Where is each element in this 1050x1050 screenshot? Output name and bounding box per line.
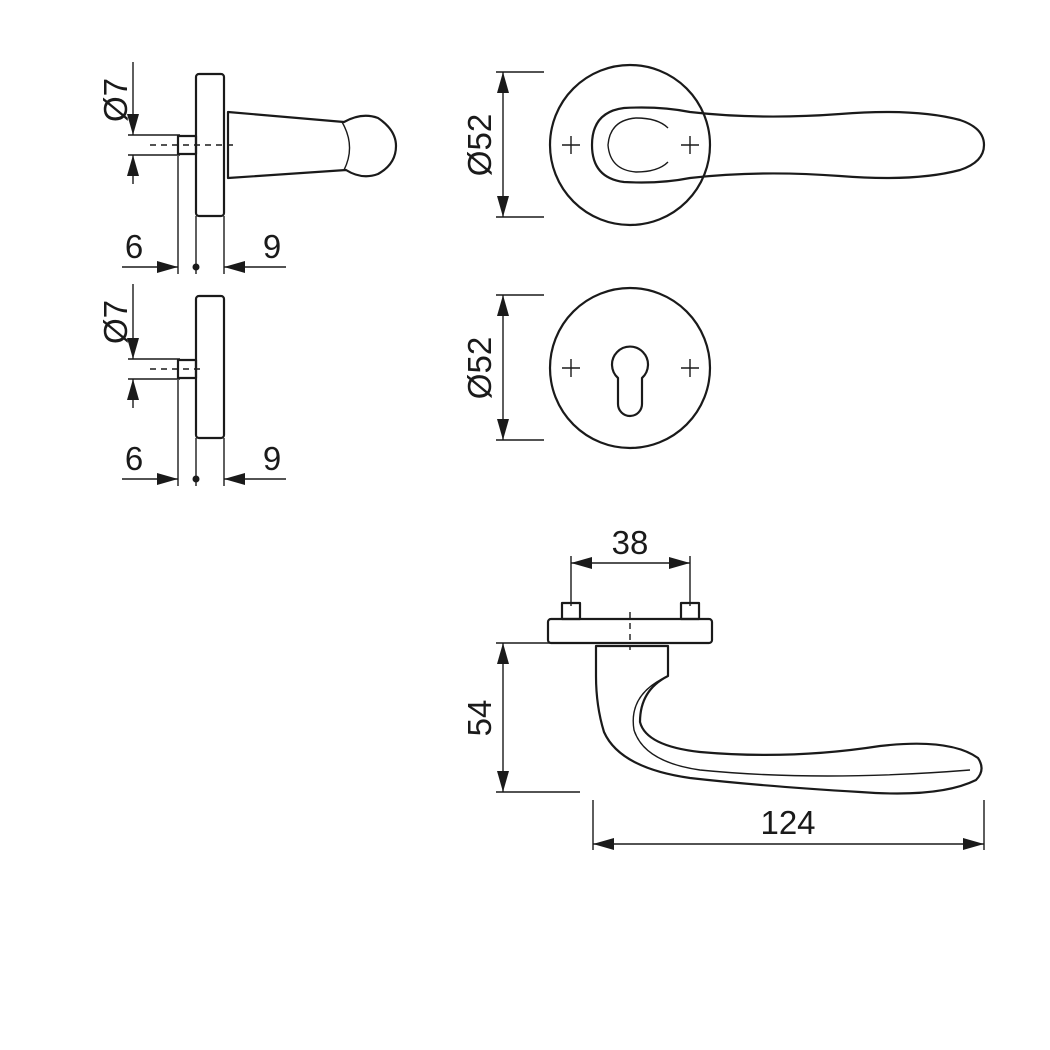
- keyhole-icon: [610, 345, 650, 418]
- key-dim-pin-arrow-upper: [127, 338, 139, 359]
- side-view-lever-profile: [226, 110, 398, 180]
- side-view-key-rose-plate: [194, 294, 226, 440]
- dim-arrow-124-right: [963, 838, 984, 850]
- key-rose-dia-label: Ø52: [461, 337, 498, 399]
- front-lever-inner-curve-lower: [607, 144, 669, 173]
- dim-9-label: 9: [263, 228, 281, 265]
- dim-124-label: 124: [760, 804, 815, 841]
- dim-pin-arrow-upper: [127, 114, 139, 135]
- side-view-lever: Ø7 6 9: [97, 62, 398, 274]
- front-screw-right-icon: [681, 136, 699, 154]
- key-dim-pin-arrow-lower: [127, 379, 139, 400]
- key-dim-arrow-top: [497, 295, 509, 316]
- key-dim-dot: [192, 475, 200, 483]
- dim-arrow-38-right: [669, 557, 690, 569]
- key-dim-pin-dia-label: Ø7: [97, 300, 134, 344]
- key-dim-arrow-bottom: [497, 419, 509, 440]
- front-view-lever: Ø52: [461, 63, 986, 227]
- dim-arrow-124-left: [593, 838, 614, 850]
- front-lever-outline: [590, 106, 986, 184]
- top-view-handle: 38 54 124: [461, 524, 985, 850]
- key-screw-left-icon: [562, 359, 580, 377]
- key-rose-outline: [548, 286, 712, 450]
- key-dim-6-label: 6: [125, 440, 143, 477]
- key-dim-arrow-6: [157, 473, 178, 485]
- dim-pin-arrow-lower: [127, 155, 139, 176]
- dim-arrow-6: [157, 261, 178, 273]
- dim-arrow-9: [224, 261, 245, 273]
- dim-arrow-54-top: [497, 643, 509, 664]
- key-dim-9-label: 9: [263, 440, 281, 477]
- side-view-lever-groove: [341, 121, 351, 171]
- front-rose-dia-label: Ø52: [461, 114, 498, 176]
- dim-dot: [192, 263, 200, 271]
- key-dim-arrow-9: [224, 473, 245, 485]
- side-view-key-rose: Ø7 6 9: [97, 284, 286, 486]
- dim-pin-dia-label: Ø7: [97, 78, 134, 122]
- top-view-base-plate: [546, 617, 714, 645]
- front-screw-left-icon: [562, 136, 580, 154]
- top-view-handle-inner: [632, 675, 971, 777]
- front-dim-arrow-top: [497, 72, 509, 93]
- front-dim-arrow-bottom: [497, 196, 509, 217]
- dim-arrow-54-bottom: [497, 771, 509, 792]
- dim-54-label: 54: [461, 700, 498, 737]
- key-screw-right-icon: [681, 359, 699, 377]
- front-view-key-rose: Ø52: [461, 286, 712, 450]
- dim-38-label: 38: [612, 524, 649, 561]
- dim-6-label: 6: [125, 228, 143, 265]
- front-rose-outline: [548, 63, 712, 227]
- dim-arrow-38-left: [571, 557, 592, 569]
- front-lever-inner-curve: [607, 117, 669, 146]
- top-view-handle-outline: [594, 644, 983, 795]
